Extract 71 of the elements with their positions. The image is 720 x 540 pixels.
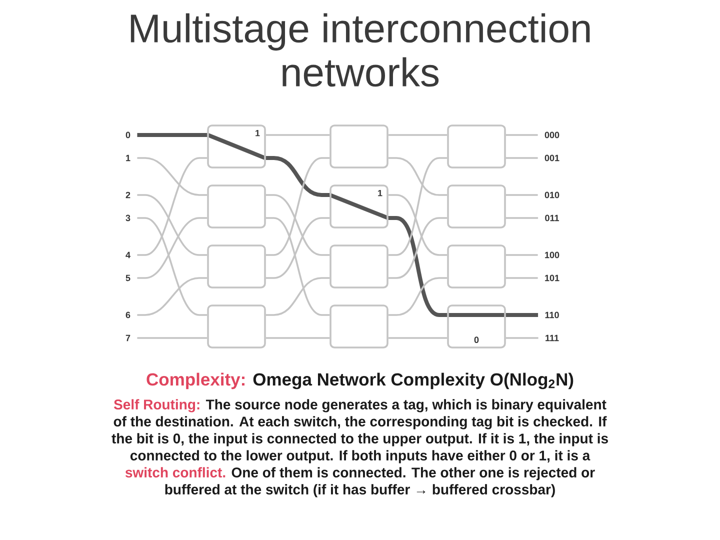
- output-label: 111: [546, 334, 559, 342]
- output-label: 110: [545, 312, 559, 318]
- label: Self Routing:: [114, 399, 200, 412]
- switch-box: [447, 244, 506, 288]
- connection-line: [388, 134, 448, 136]
- switch-box: [447, 124, 506, 168]
- connection-line: [266, 134, 330, 136]
- connection-line: [506, 337, 538, 339]
- switch-box: 0: [447, 304, 506, 348]
- connection-line: [506, 254, 538, 256]
- input-label: 5: [126, 274, 130, 282]
- connection-line: [388, 194, 448, 256]
- connection-line: [137, 277, 208, 316]
- output-label: 000: [544, 132, 560, 138]
- output-label: 001: [544, 154, 560, 162]
- input-label: 3: [126, 214, 130, 222]
- connection-line: [266, 337, 330, 339]
- label: of the destination. At each switch, the corresponding tag bit is checked. If: [114, 416, 607, 430]
- switch-box: [330, 244, 388, 288]
- connection-line: [266, 217, 330, 279]
- connection-line: [137, 337, 208, 339]
- switch-box: [207, 304, 266, 348]
- switch-box: [330, 304, 388, 348]
- connection-line: [506, 157, 538, 159]
- input-label: 4: [126, 252, 130, 258]
- connection-line: [388, 157, 448, 196]
- switch-box: [330, 124, 388, 168]
- connection-line: [506, 194, 538, 196]
- input-label: 7: [126, 334, 130, 342]
- label: switch conflict.: [125, 467, 226, 478]
- switch-box: [207, 184, 266, 228]
- connection-line: [137, 217, 208, 279]
- connection-line: [137, 157, 208, 196]
- input-label: 0: [126, 132, 130, 138]
- label: buffered at the switch (if it has buffer → buffered crossbar): [165, 484, 555, 498]
- label: The source node generates a tag, which is binary equivalent: [206, 399, 606, 412]
- text-line: Complexity: Omega Network Complexity O(Nlog$_{2}$N): [146, 372, 574, 390]
- connection-line: [266, 194, 330, 256]
- switch-box: 1: [330, 184, 388, 228]
- input-label: 1: [126, 154, 130, 162]
- label: One of them is connected. The other one is rejected or: [232, 467, 595, 480]
- switch-box: [447, 184, 506, 228]
- highlighted-line: [506, 312, 538, 317]
- connection-line: [506, 134, 538, 136]
- connection-line: [506, 277, 538, 279]
- switch-box: [207, 244, 266, 288]
- highlighted-line: [137, 133, 208, 137]
- switch-box: 1: [207, 124, 266, 168]
- connection-line: [137, 217, 208, 316]
- highlighted-line: [266, 156, 330, 197]
- connection-line: [266, 217, 330, 316]
- output-label: 101: [545, 274, 560, 282]
- highlighted-line: [388, 216, 448, 317]
- connection-line: [137, 157, 208, 256]
- output-label: 010: [544, 192, 560, 198]
- output-label: 011: [545, 214, 559, 222]
- connection-line: [388, 337, 448, 339]
- input-label: 6: [126, 312, 130, 318]
- input-label: 2: [126, 192, 130, 198]
- label: connected to the lower output. If both inputs have either 0 or 1, it is a: [130, 450, 590, 464]
- paragraph: Self Routing: The source node generates a tag, which is binary equivalent of the destination. At each switch, the corresponding tag bit is checked. If the bit is 0, the input is connected to the upper output. If it is 1, the input is connected to the lower output. If both inputs have either 0 or 1, it is a switch conflict. One of them is connected. The other one is rejected or buffered at the switch (if it has buffer → buffered crossbar): [112, 399, 608, 498]
- connection-line: [388, 157, 448, 256]
- connection-line: [388, 217, 448, 279]
- connection-line: [266, 157, 330, 256]
- connection-line: [137, 194, 208, 256]
- output-label: 100: [545, 252, 560, 258]
- label: the bit is 0, the input is connected to the upper output. If it is 1, the input is: [112, 433, 608, 446]
- connection-line: [506, 217, 538, 219]
- connection-line: [266, 277, 330, 316]
- title: Multistage interconnection networks: [130, 13, 590, 87]
- connection-line: [388, 277, 448, 316]
